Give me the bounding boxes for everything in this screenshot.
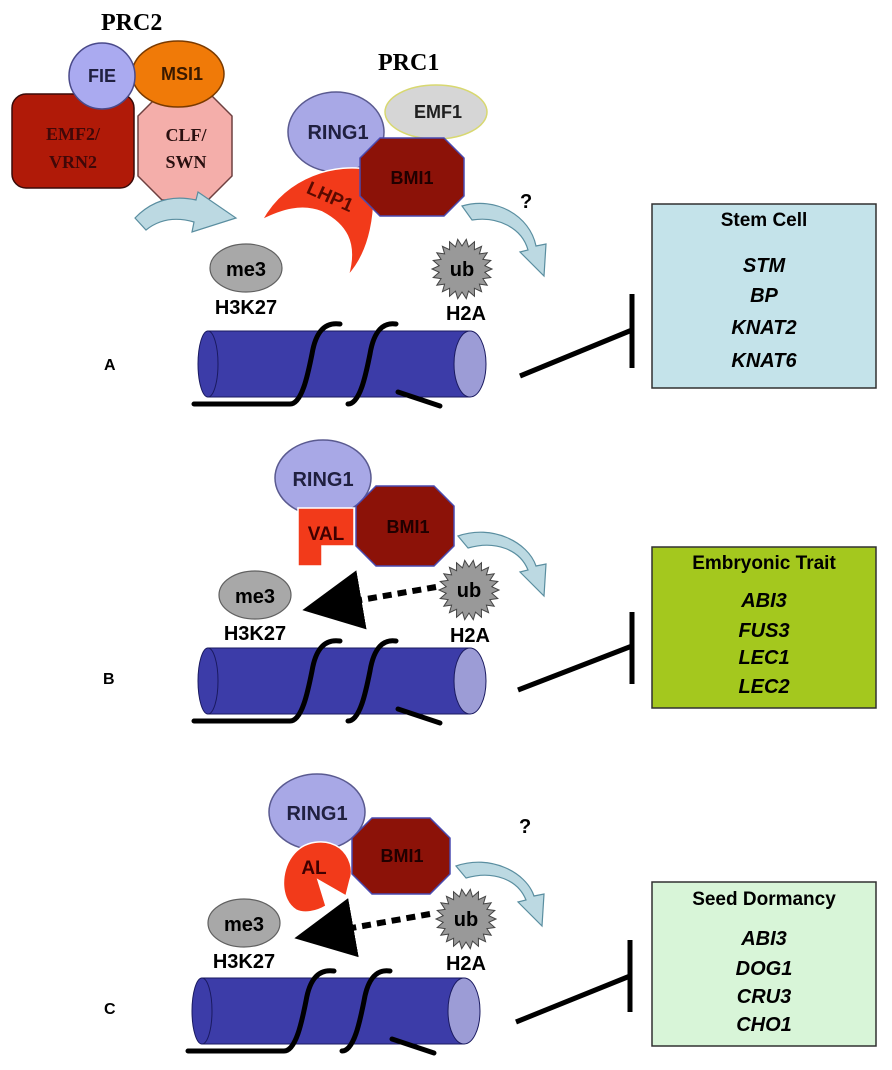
gene-b-1: ABI3 bbox=[740, 590, 787, 612]
embryonic-trait-box bbox=[651, 546, 877, 709]
gene-c-3: CRU3 bbox=[737, 986, 791, 1008]
fie-label: FIE bbox=[88, 66, 116, 86]
ring1-label-a: RING1 bbox=[307, 122, 368, 144]
emf2-label-line2: VRN2 bbox=[49, 152, 97, 172]
panel-b: B RING1 VAL BMI1 me3 H3K27 ub H2A Embryo… bbox=[103, 439, 877, 726]
h2a-label-c: H2A bbox=[446, 953, 486, 975]
ring1-label-c: RING1 bbox=[286, 803, 347, 825]
panel-c: C RING1 AL BMI1 ? me3 H3K27 ub H2A Seed … bbox=[104, 773, 877, 1056]
question-mark-a: ? bbox=[520, 191, 532, 213]
bmi1-label-c: BMI1 bbox=[380, 846, 423, 866]
stem-cell-box bbox=[651, 203, 877, 389]
me3-label-b: me3 bbox=[235, 586, 275, 608]
ub-label-a: ub bbox=[450, 259, 474, 281]
h3k27-label-a: H3K27 bbox=[215, 297, 277, 319]
ub-curved-arrow-a bbox=[461, 202, 547, 278]
h2a-label-b: H2A bbox=[450, 625, 490, 647]
bmi1-subunit-b bbox=[355, 485, 455, 567]
nucleosome-c bbox=[185, 968, 481, 1056]
val-subunit bbox=[297, 507, 355, 567]
gene-c-2: DOG1 bbox=[736, 958, 793, 980]
emf2-label-line1: EMF2/ bbox=[46, 124, 101, 144]
bmi1-subunit-a bbox=[359, 137, 465, 217]
me3-mark-b bbox=[218, 570, 292, 620]
val-label: VAL bbox=[308, 524, 345, 545]
gene-b-4: LEC2 bbox=[738, 676, 789, 698]
gene-c-4: CHO1 bbox=[736, 1014, 792, 1036]
panel-c-letter: C bbox=[104, 1001, 116, 1018]
prc1-title: PRC1 bbox=[378, 50, 439, 76]
embryonic-trait-title: Embryonic Trait bbox=[692, 553, 836, 574]
gene-a-2: BP bbox=[750, 285, 778, 307]
gene-a-4: KNAT6 bbox=[731, 350, 797, 372]
me3-label-c: me3 bbox=[224, 914, 264, 936]
h3k27-label-b: H3K27 bbox=[224, 623, 286, 645]
lhp1-subunit bbox=[260, 167, 375, 277]
repression-line-b bbox=[517, 643, 633, 693]
gene-a-1: STM bbox=[743, 255, 787, 277]
seed-dormancy-title: Seed Dormancy bbox=[692, 889, 836, 910]
ub-curved-arrow-c bbox=[454, 861, 545, 928]
panel-a: A PRC2 EMF2/ VRN2 CLF/ SWN MSI1 FIE PRC1… bbox=[11, 10, 877, 409]
panel-a-letter: A bbox=[104, 357, 116, 374]
ub-mark-b: ub bbox=[437, 559, 501, 621]
ub-label-c: ub bbox=[454, 909, 478, 931]
ub-curved-arrow-b bbox=[456, 531, 547, 598]
ub-mark-c: ub bbox=[434, 888, 498, 950]
h2a-label-a: H2A bbox=[446, 303, 486, 325]
question-mark-c: ? bbox=[519, 816, 531, 838]
ub-mark-a: ub bbox=[430, 238, 494, 300]
bmi1-label-b: BMI1 bbox=[386, 517, 429, 537]
me3-mark-a bbox=[209, 243, 283, 293]
seed-dormancy-box bbox=[651, 881, 877, 1047]
me3-mark-c bbox=[207, 898, 281, 948]
ub-label-b: ub bbox=[457, 580, 481, 602]
emf2-vrn2-subunit bbox=[11, 93, 135, 189]
clf-swn-subunit bbox=[137, 91, 233, 201]
gene-b-2: FUS3 bbox=[738, 620, 789, 642]
gene-a-3: KNAT2 bbox=[731, 317, 796, 339]
ub-to-me3-dotted-arrow-b bbox=[302, 570, 437, 630]
bmi1-subunit-c bbox=[351, 817, 451, 895]
gene-b-3: LEC1 bbox=[738, 647, 789, 669]
panel-b-letter: B bbox=[103, 671, 115, 688]
bmi1-label-a: BMI1 bbox=[390, 168, 433, 188]
emf1-label: EMF1 bbox=[414, 102, 462, 122]
al-label: AL bbox=[301, 858, 327, 879]
nucleosome-b bbox=[191, 638, 487, 726]
nucleosome-a bbox=[191, 321, 487, 409]
fie-subunit bbox=[68, 42, 136, 110]
msi1-label: MSI1 bbox=[161, 64, 203, 84]
gene-c-1: ABI3 bbox=[740, 928, 787, 950]
prc2-title: PRC2 bbox=[101, 10, 162, 36]
prc2-catalysis-arrow bbox=[134, 191, 238, 233]
clf-label-line2: SWN bbox=[165, 152, 206, 172]
h3k27-label-c: H3K27 bbox=[213, 951, 275, 973]
repression-line-a bbox=[519, 327, 633, 379]
ring1-label-b: RING1 bbox=[292, 469, 353, 491]
ub-to-me3-dotted-arrow-c bbox=[294, 898, 431, 958]
repression-line-c bbox=[515, 973, 631, 1025]
stem-cell-title: Stem Cell bbox=[721, 210, 808, 231]
clf-label-line1: CLF/ bbox=[165, 125, 207, 145]
me3-label-a: me3 bbox=[226, 259, 266, 281]
